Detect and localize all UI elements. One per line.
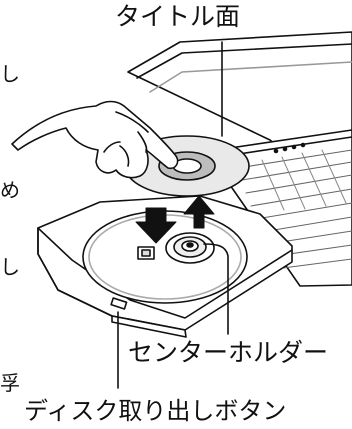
center-holder	[166, 233, 214, 263]
